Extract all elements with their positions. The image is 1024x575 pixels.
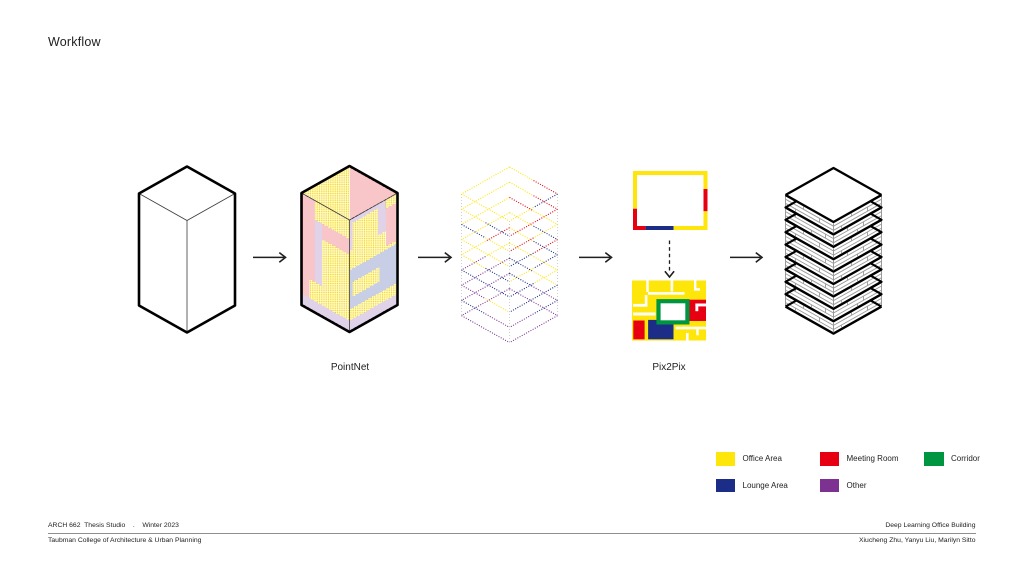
footer-project-title: Deep Learning Office Building bbox=[885, 522, 976, 530]
stage-floor-plates bbox=[461, 166, 558, 344]
footer-course-info: ARCH 662 Thesis Studio . Winter 2023 bbox=[48, 522, 179, 530]
footer-school-name: Taubman College of Architecture & Urban … bbox=[48, 536, 202, 544]
page-title: Workflow bbox=[48, 35, 101, 49]
arrow-right bbox=[730, 251, 764, 263]
footer-rule bbox=[48, 533, 976, 535]
stage-building-axon bbox=[784, 166, 883, 335]
arrow-right bbox=[418, 251, 453, 263]
stage-massing-volume bbox=[137, 165, 237, 334]
flow-arrows bbox=[253, 251, 764, 263]
plan-generated bbox=[632, 280, 706, 341]
stage-label-pointnet: PointNet bbox=[330, 362, 370, 373]
pix2pix-arrow bbox=[664, 240, 675, 279]
stage-label-pix2pix: Pix2Pix bbox=[652, 362, 686, 373]
arrow-right bbox=[579, 251, 613, 263]
footer-authors: Xiucheng Zhu, Yanyu Liu, Marilyn Sitto bbox=[859, 536, 976, 544]
arrow-right bbox=[253, 251, 287, 263]
plan-outline bbox=[633, 171, 708, 230]
stage-pix2pix-plans bbox=[632, 171, 708, 341]
stage-pointnet-box bbox=[300, 164, 399, 334]
